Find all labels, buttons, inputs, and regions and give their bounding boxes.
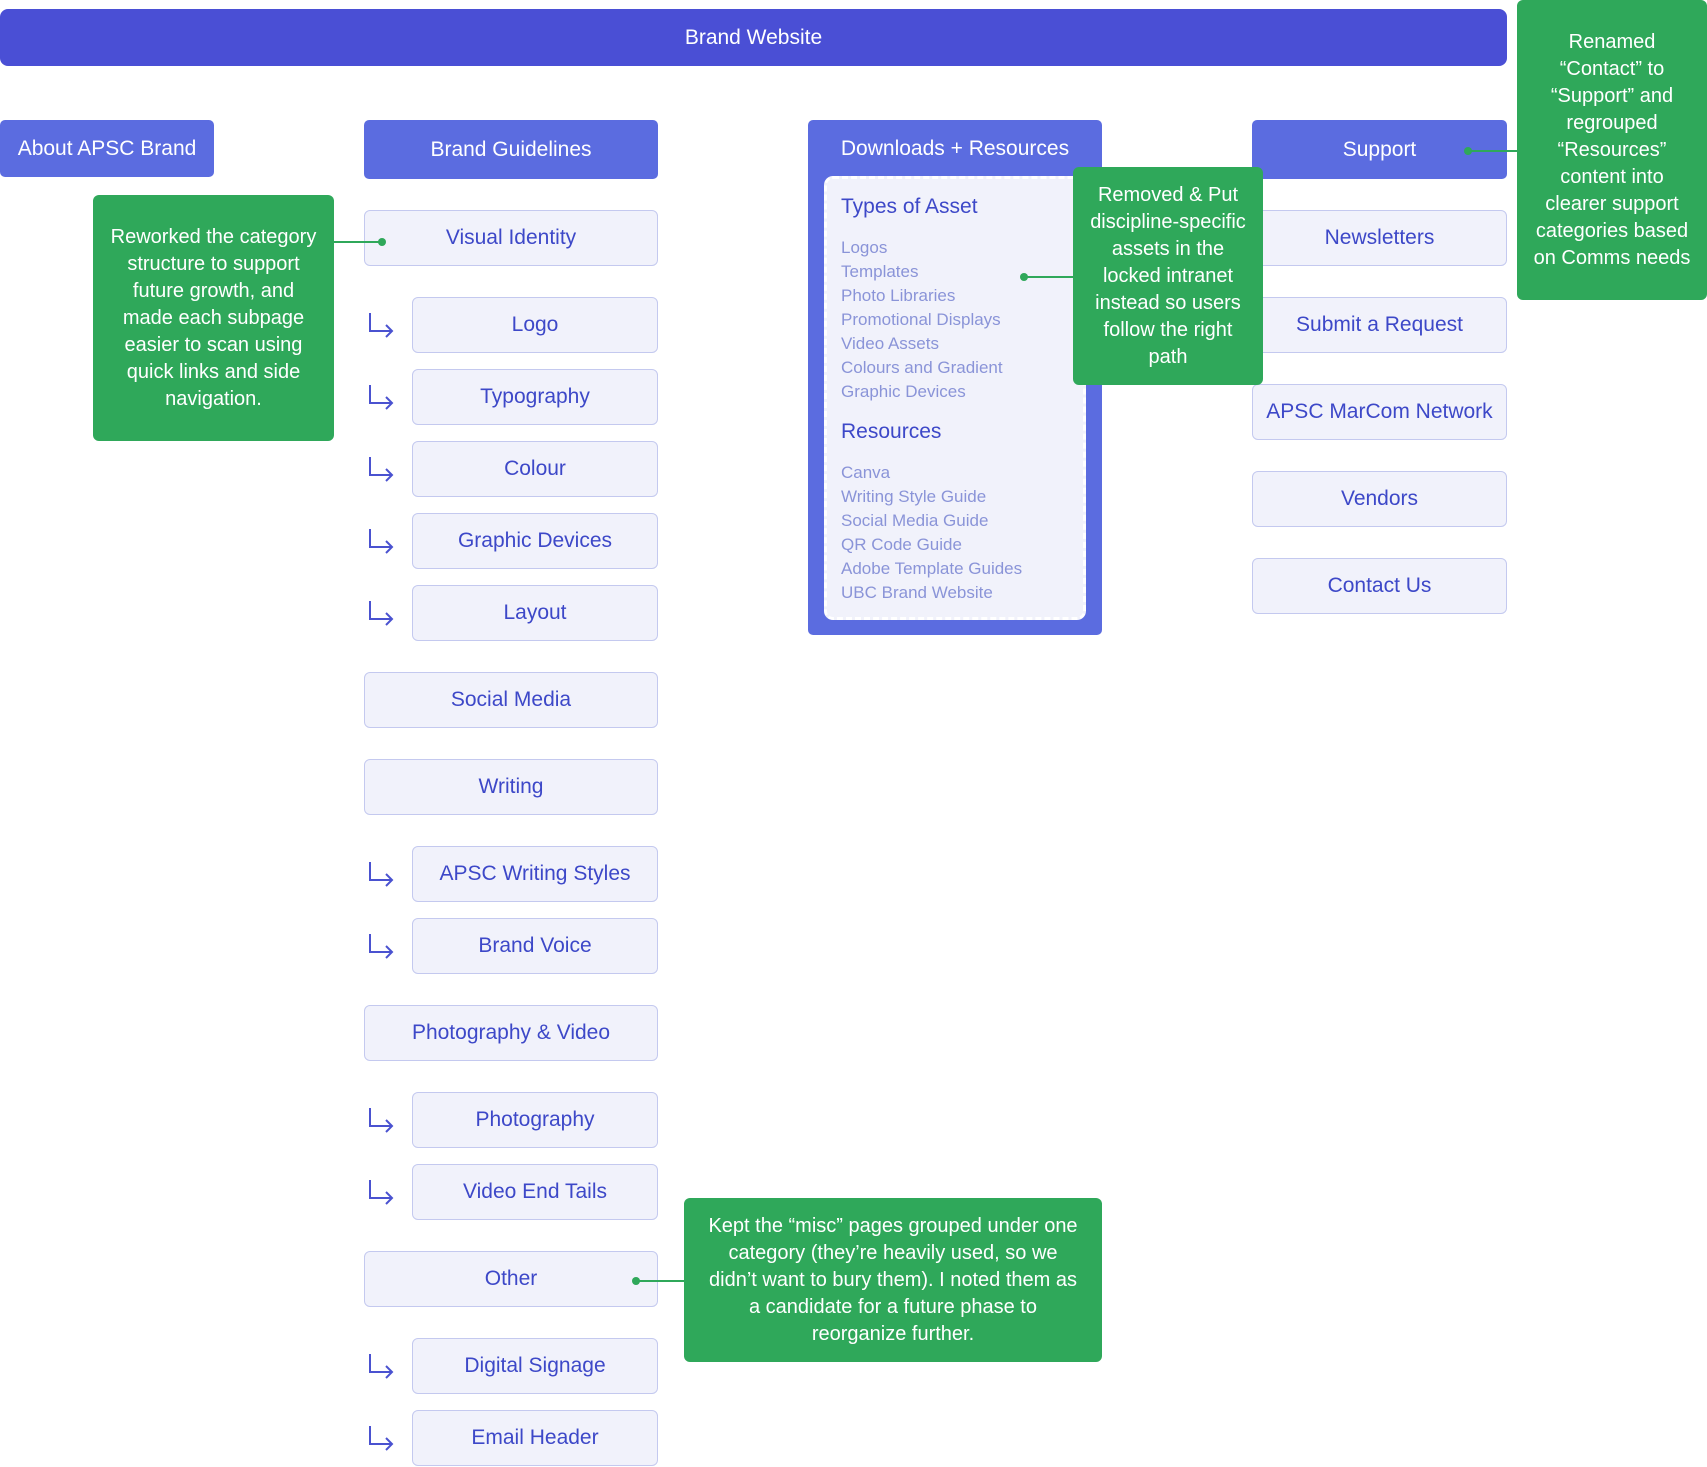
resources-heading: Resources: [841, 420, 942, 443]
support-annotation-note: Renamed “Contact” to “Support” and regro…: [1517, 0, 1707, 300]
asset-type-item[interactable]: Templates: [841, 262, 919, 281]
sub-arrow-icon: [369, 1180, 394, 1205]
page-typography[interactable]: Typography: [412, 369, 658, 425]
page-label: Graphic Devices: [457, 529, 613, 552]
page-layout[interactable]: Layout: [412, 585, 658, 641]
page-label: Contact Us: [1327, 574, 1432, 597]
types-of-asset-heading: Types of Asset: [841, 195, 978, 218]
category-support-label: Support: [1342, 137, 1417, 161]
asset-type-item[interactable]: Colours and Gradient: [841, 358, 1003, 377]
resource-item[interactable]: Canva: [841, 463, 891, 482]
page-label: Typography: [480, 385, 590, 408]
page-label: Digital Signage: [464, 1354, 606, 1377]
page-visual-identity[interactable]: Visual Identity: [364, 210, 658, 266]
downloads-panel: Downloads + Resources Types of Asset Log…: [808, 120, 1102, 635]
resource-item[interactable]: QR Code Guide: [841, 535, 962, 554]
page-brand-voice[interactable]: Brand Voice: [412, 918, 658, 974]
category-about-label: About APSC Brand: [17, 136, 197, 160]
sub-arrow-icon: [369, 529, 394, 554]
page-label: Social Media: [450, 688, 572, 711]
note-text: Removed & Put discipline-specific assets…: [1090, 183, 1246, 368]
page-writing[interactable]: Writing: [364, 759, 658, 815]
page-submit-request[interactable]: Submit a Request: [1252, 297, 1507, 353]
connector-dot: [1020, 273, 1028, 281]
note-connector: [1024, 276, 1074, 278]
downloads-annotation-note: Removed & Put discipline-specific assets…: [1073, 167, 1263, 385]
page-email-header[interactable]: Email Header: [412, 1410, 658, 1466]
page-label: Colour: [504, 457, 566, 480]
page-label: Video End Tails: [463, 1180, 607, 1203]
site-title: Brand Website: [684, 25, 823, 49]
resource-item[interactable]: UBC Brand Website: [841, 583, 993, 602]
sub-arrow-icon: [369, 1426, 394, 1451]
page-colour[interactable]: Colour: [412, 441, 658, 497]
sub-arrow-icon: [369, 862, 394, 887]
category-about[interactable]: About APSC Brand: [0, 120, 214, 177]
page-label: APSC Writing Styles: [439, 862, 631, 885]
page-label: APSC MarCom Network: [1266, 400, 1493, 423]
category-downloads[interactable]: Downloads + Resources: [808, 120, 1102, 177]
page-photography-video[interactable]: Photography & Video: [364, 1005, 658, 1061]
connector-dot: [632, 1277, 640, 1285]
sub-arrow-icon: [369, 385, 394, 410]
page-label: Other: [484, 1267, 538, 1290]
page-label: Visual Identity: [445, 226, 577, 249]
page-apsc-writing-styles[interactable]: APSC Writing Styles: [412, 846, 658, 902]
sub-arrow-icon: [369, 457, 394, 482]
page-newsletters[interactable]: Newsletters: [1252, 210, 1507, 266]
page-other[interactable]: Other: [364, 1251, 658, 1307]
page-label: Email Header: [471, 1426, 599, 1449]
note-text: Reworked the category structure to suppo…: [110, 225, 317, 410]
category-downloads-label: Downloads + Resources: [840, 136, 1070, 160]
resources-list: Canva Writing Style Guide Social Media G…: [841, 461, 1022, 605]
page-graphic-devices[interactable]: Graphic Devices: [412, 513, 658, 569]
guidelines-annotation-note: Reworked the category structure to suppo…: [93, 195, 334, 441]
asset-type-item[interactable]: Logos: [841, 238, 888, 257]
connector-dot: [378, 238, 386, 246]
page-label: Submit a Request: [1296, 313, 1463, 336]
page-digital-signage[interactable]: Digital Signage: [412, 1338, 658, 1394]
other-annotation-note: Kept the “misc” pages grouped under one …: [684, 1198, 1102, 1362]
page-vendors[interactable]: Vendors: [1252, 471, 1507, 527]
connector-dot: [1464, 147, 1472, 155]
page-label: Logo: [511, 313, 559, 336]
page-social-media[interactable]: Social Media: [364, 672, 658, 728]
page-label: Photography & Video: [411, 1021, 611, 1044]
downloads-content-box: Types of Asset Logos Templates Photo Lib…: [824, 176, 1086, 620]
page-logo[interactable]: Logo: [412, 297, 658, 353]
sub-arrow-icon: [369, 1108, 394, 1133]
note-connector: [334, 241, 382, 243]
page-photography[interactable]: Photography: [412, 1092, 658, 1148]
page-label: Newsletters: [1324, 226, 1435, 249]
site-header: Brand Website: [0, 9, 1507, 66]
page-label: Brand Voice: [478, 934, 592, 957]
page-label: Layout: [503, 601, 567, 624]
note-connector: [1468, 150, 1518, 152]
page-marcom-network[interactable]: APSC MarCom Network: [1252, 384, 1507, 440]
page-label: Writing: [478, 775, 544, 798]
asset-type-item[interactable]: Graphic Devices: [841, 382, 966, 401]
resource-item[interactable]: Adobe Template Guides: [841, 559, 1023, 578]
resource-item[interactable]: Social Media Guide: [841, 511, 989, 530]
page-label: Photography: [475, 1108, 595, 1131]
sub-arrow-icon: [369, 934, 394, 959]
note-text: Renamed “Contact” to “Support” and regro…: [1533, 30, 1691, 269]
sub-arrow-icon: [369, 313, 394, 338]
asset-type-item[interactable]: Photo Libraries: [841, 286, 956, 305]
category-guidelines-label: Brand Guidelines: [430, 137, 592, 161]
sub-arrow-icon: [369, 1354, 394, 1379]
sub-arrow-icon: [369, 601, 394, 626]
resource-item[interactable]: Writing Style Guide: [841, 487, 987, 506]
types-of-asset-list: Logos Templates Photo Libraries Promotio…: [841, 236, 1003, 404]
page-label: Vendors: [1340, 487, 1419, 510]
page-video-end-tails[interactable]: Video End Tails: [412, 1164, 658, 1220]
note-connector: [636, 1280, 686, 1282]
note-text: Kept the “misc” pages grouped under one …: [708, 1214, 1078, 1345]
page-contact-us[interactable]: Contact Us: [1252, 558, 1507, 614]
asset-type-item[interactable]: Video Assets: [841, 334, 939, 353]
asset-type-item[interactable]: Promotional Displays: [841, 310, 1001, 329]
category-guidelines[interactable]: Brand Guidelines: [364, 120, 658, 179]
